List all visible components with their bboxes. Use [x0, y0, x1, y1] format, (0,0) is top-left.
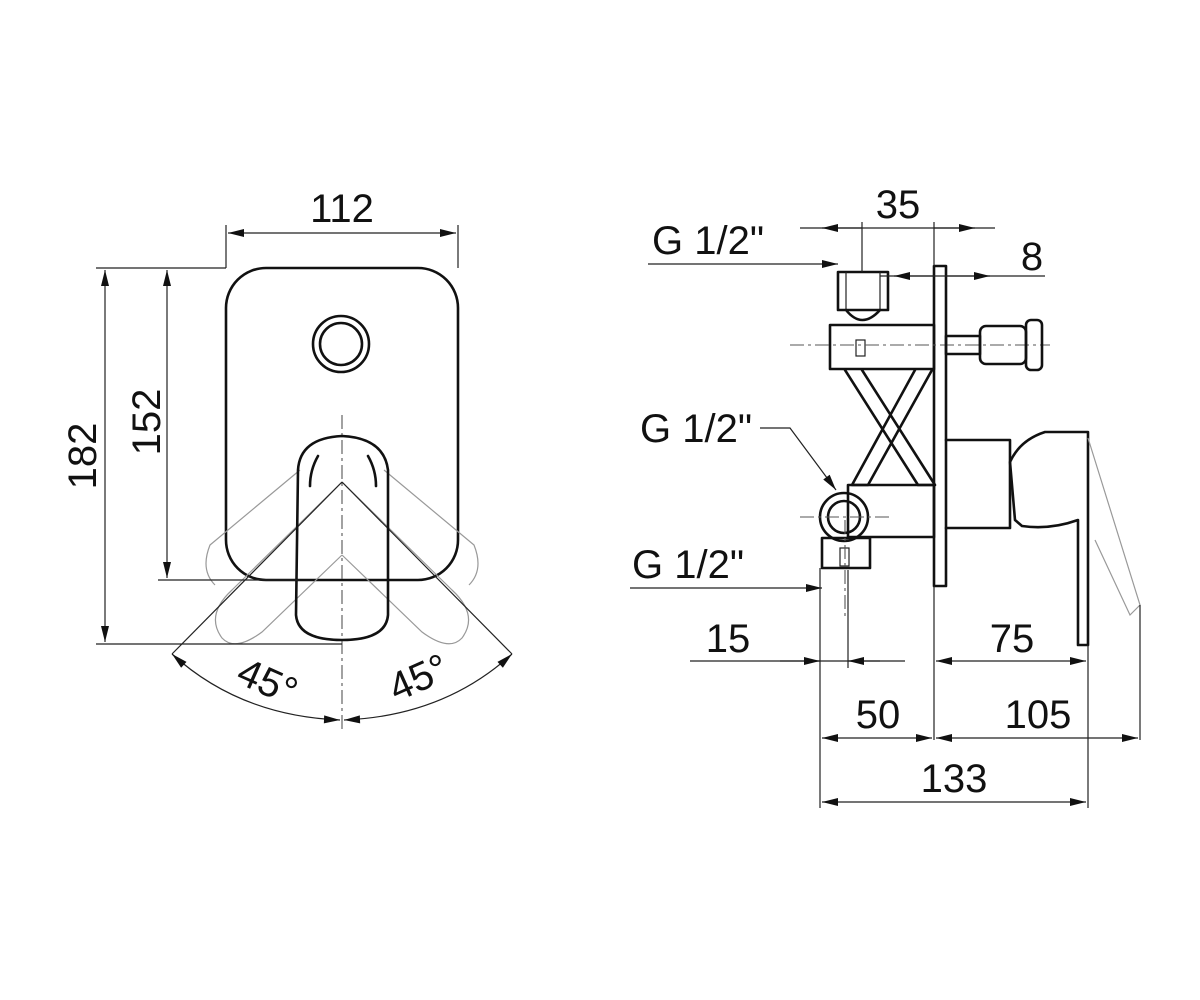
thread-mid-label: G 1/2": [640, 407, 752, 451]
dim-8-label: 8: [1021, 235, 1043, 279]
lever-ghost-axis-right: [341, 481, 513, 655]
angle-arc-right: [343, 653, 513, 724]
lever-profile: [1008, 430, 1090, 647]
lever-ghost-right-back: [383, 469, 479, 586]
dim-15-label: 15: [706, 617, 751, 661]
thread-top-label: G 1/2": [652, 219, 764, 263]
dim-105-label: 105: [1005, 693, 1072, 737]
cross-brace: [843, 368, 937, 487]
dim-50-label: 50: [856, 693, 901, 737]
diverter-button: [311, 314, 371, 374]
wall-plate: [932, 264, 948, 588]
bottom-outlet: [820, 536, 872, 570]
top-inlet: [836, 270, 890, 312]
angle-left-label: 45°: [231, 650, 304, 715]
height-outer-label: 182: [61, 423, 105, 490]
front-view: 112 182 152 45° 45°: [61, 187, 513, 730]
dim-133-label: 133: [921, 757, 988, 801]
dim-35-label: 35: [876, 183, 921, 227]
dim-75-label: 75: [990, 617, 1035, 661]
width-label: 112: [310, 187, 374, 231]
angle-right-label: 45°: [382, 646, 455, 711]
angle-arc-left: [171, 653, 341, 724]
mixer-body: [846, 483, 936, 539]
cover-plate: [224, 266, 460, 582]
diverter-button-inner: [318, 321, 364, 367]
lever-ghost-axis-left: [171, 481, 343, 655]
lever-ghost-left: [214, 481, 343, 645]
lever-handle: [294, 434, 390, 642]
escutcheon: [944, 438, 1012, 530]
height-inner-label: 152: [125, 389, 169, 456]
lever-top-mark-left: [308, 454, 320, 488]
thread-bottom-label: G 1/2": [632, 543, 744, 587]
side-view: 35 8 G 1/2" G 1/2" G 1/2" 15 75 50 105: [630, 183, 1141, 808]
lever-ghost-left-back: [205, 469, 301, 586]
lever-top-mark-right: [366, 454, 378, 488]
lever-ghost-right: [341, 481, 470, 645]
top-body: [828, 323, 936, 371]
